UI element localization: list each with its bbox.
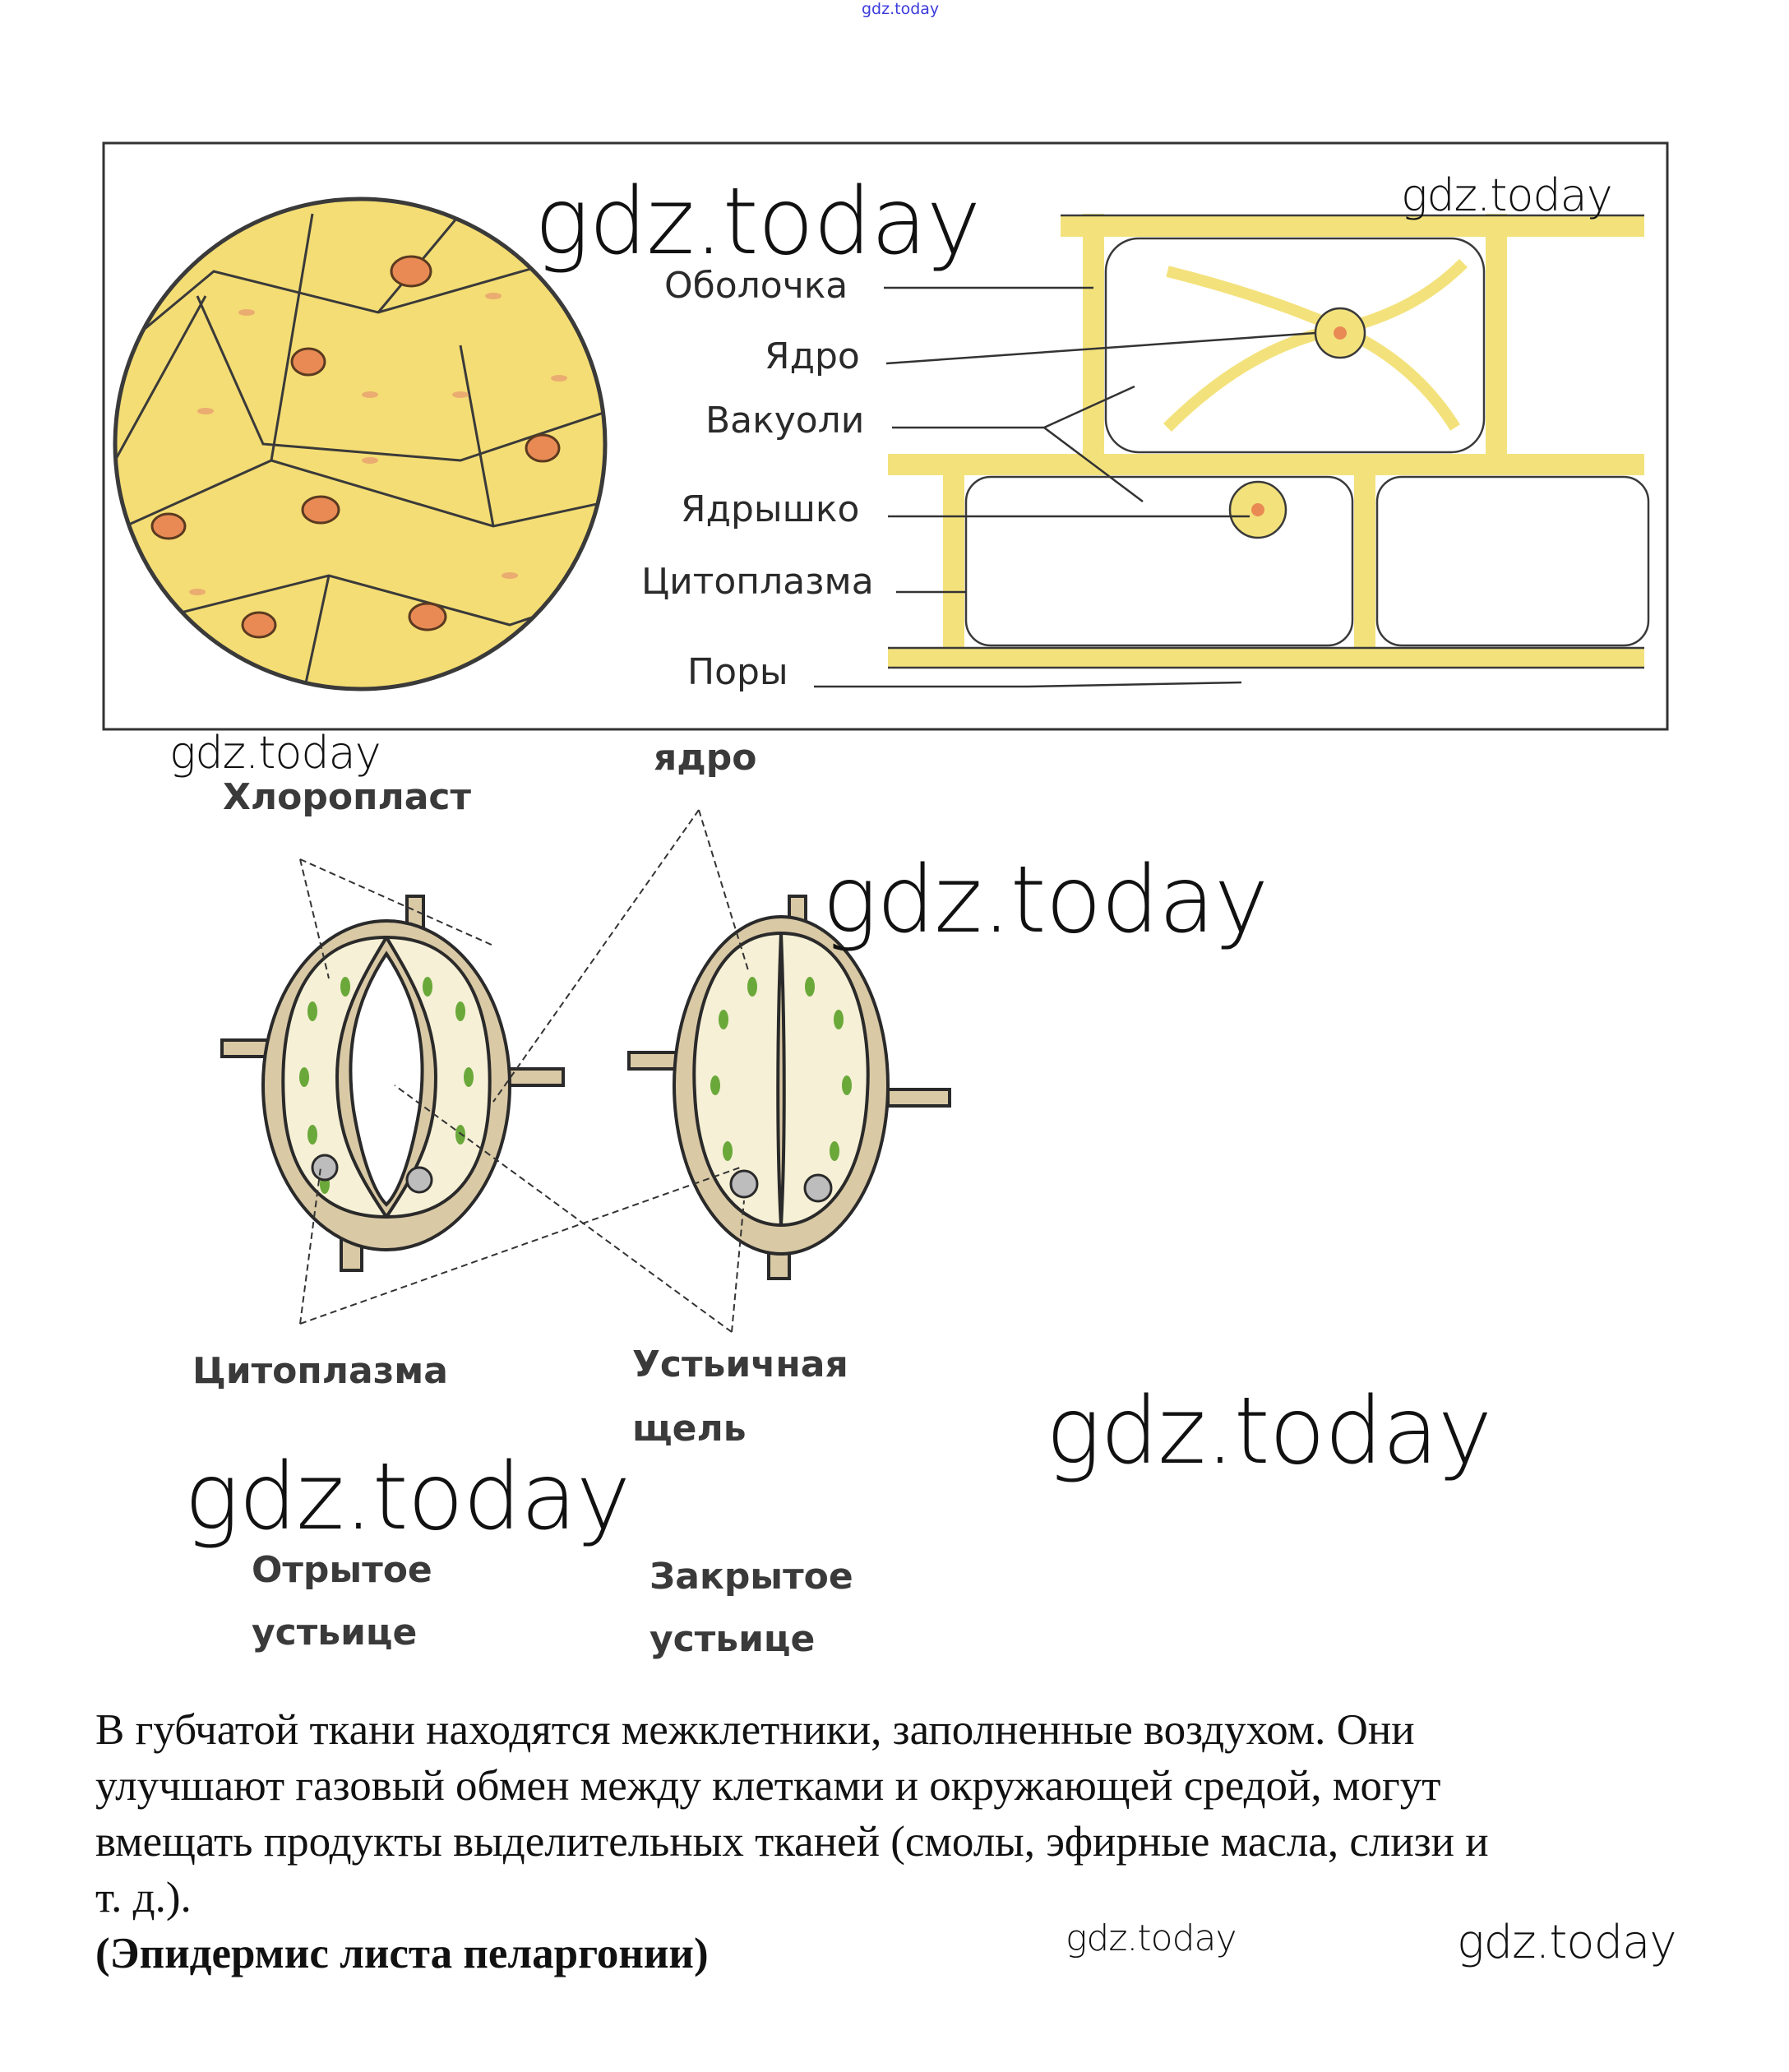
watermark: gdz.today xyxy=(1457,1916,1677,1969)
label-open-stoma-1: Отрытое xyxy=(252,1549,432,1591)
label-nucleus: Ядро xyxy=(765,335,860,377)
label-vacuoles: Вакуоли xyxy=(705,400,865,442)
text-line: В губчатой ткани находятся межклетники, … xyxy=(95,1706,1415,1754)
text-line: улучшают газовый обмен между клетками и … xyxy=(95,1762,1441,1810)
label-pores: Поры xyxy=(687,651,788,693)
watermark: gdz.today xyxy=(1066,1917,1237,1959)
text-line: т. д.). xyxy=(95,1874,192,1922)
label-stomatal-slit-2: щель xyxy=(632,1408,747,1450)
body-text: В губчатой ткани находятся межклетники, … xyxy=(95,1702,1489,1982)
label-cytoplasm-stoma: Цитоплазма xyxy=(192,1350,448,1392)
watermark: gdz.today xyxy=(1046,1378,1492,1485)
stomata-drawing xyxy=(220,809,951,1333)
label-stomatal-slit-1: Устьичная xyxy=(632,1344,848,1385)
label-closed-stoma-1: Закрытое xyxy=(649,1556,853,1598)
watermark-top: gdz.today xyxy=(862,0,940,18)
label-cytoplasm: Цитоплазма xyxy=(641,561,874,603)
watermark: gdz.today xyxy=(822,847,1269,954)
watermark: gdz.today xyxy=(1401,169,1613,221)
label-chloroplast: Хлоропласт xyxy=(223,776,472,818)
text-line: вмещать продукты выделительных тканей (с… xyxy=(95,1818,1489,1866)
label-closed-stoma-2: устьице xyxy=(649,1618,816,1660)
watermark: gdz.today xyxy=(534,169,981,275)
watermark: gdz.today xyxy=(184,1444,631,1551)
watermark: gdz.today xyxy=(169,727,381,779)
label-nucleus-stoma: ядро xyxy=(654,737,757,779)
caption: (Эпидермис листа пеларгонии) xyxy=(95,1930,709,1977)
label-nucleolus: Ядрышко xyxy=(681,488,860,530)
label-open-stoma-2: устьице xyxy=(252,1612,418,1653)
cell-structure-drawing xyxy=(102,141,1669,731)
label-membrane: Оболочка xyxy=(664,265,848,307)
